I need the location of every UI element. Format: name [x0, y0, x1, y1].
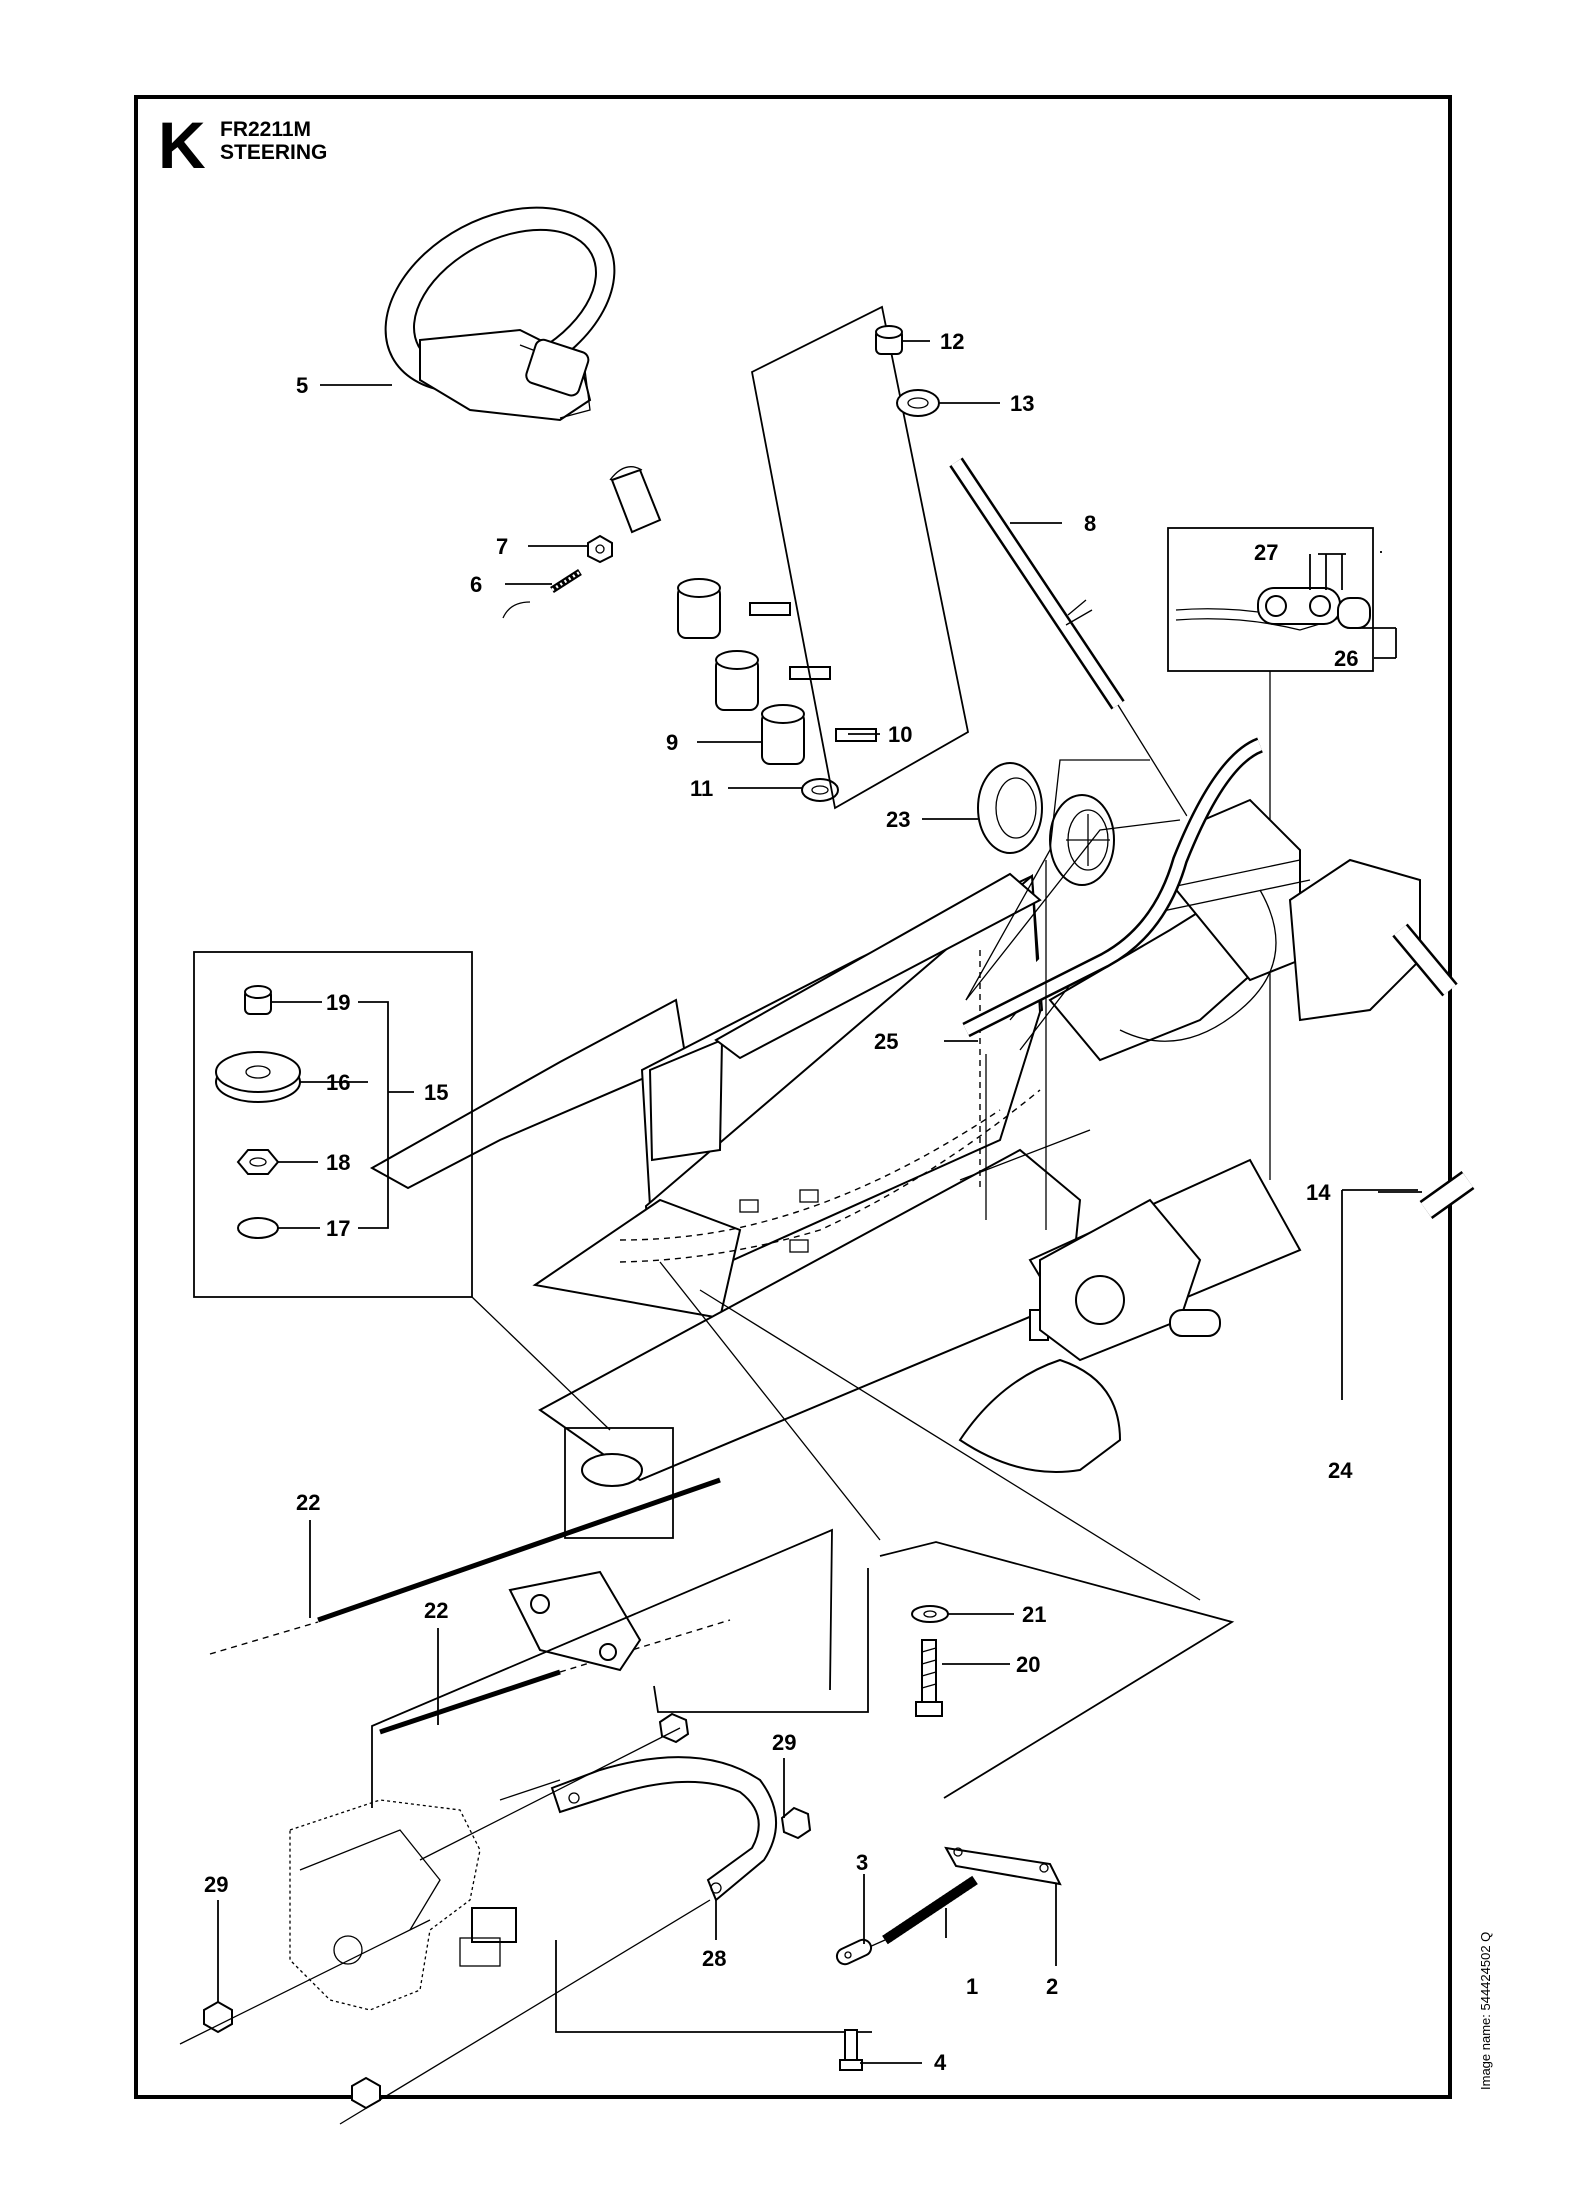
callout-28: 28 [702, 1946, 726, 1971]
nut-29-right [780, 1806, 812, 1840]
shaft-end-hint [502, 601, 531, 619]
spring-1 [857, 1875, 978, 1953]
callout-11: 11 [690, 776, 713, 801]
steering-wheel [384, 206, 662, 534]
callout-2: 2 [1046, 1974, 1058, 1999]
callout-29-right: 29 [772, 1730, 796, 1755]
callout-10: 10 [888, 722, 912, 747]
frame-tubes [962, 737, 1475, 1219]
frame-pulley [581, 1453, 643, 1487]
group-outline-bolt-area [653, 1568, 869, 1713]
steering-shaft-8 [949, 457, 1125, 710]
callout-labels: 1 2 3 4 5 6 7 8 9 10 11 12 13 14 15 16 1… [204, 329, 1358, 2075]
strap-bracket-28 [550, 1756, 777, 1902]
callout-16: 16 [326, 1070, 350, 1095]
washer-21 [911, 1605, 949, 1623]
pulley-location-box [564, 1427, 674, 1539]
pulley-pair-23 [977, 762, 1115, 886]
washer-11 [801, 778, 839, 802]
group-outline-steering-column [750, 305, 970, 810]
nut-29-lower [351, 2076, 381, 2110]
transmission-housing [289, 1799, 517, 2011]
callout-6: 6 [470, 572, 482, 597]
cable-clamp-26 [1175, 587, 1371, 631]
callout-13: 13 [1010, 391, 1034, 416]
callout-8: 8 [1084, 511, 1096, 536]
callout-9: 9 [666, 730, 678, 755]
nut-29-upper [658, 1712, 690, 1744]
callout-21: 21 [1022, 1602, 1046, 1627]
callout-29-left: 29 [204, 1872, 228, 1897]
callout-15: 15 [424, 1080, 448, 1105]
callout-22-lower: 22 [424, 1598, 448, 1623]
detail-pulley-parts [215, 985, 301, 1239]
group-outline-lower [555, 1940, 872, 2033]
callout-7: 7 [496, 534, 508, 559]
bracket-axis-lines [179, 1727, 681, 2045]
callout-20: 20 [1016, 1652, 1040, 1677]
group-outline-tie-rod-area [371, 1528, 833, 1808]
section-letter: K [158, 108, 206, 182]
callout-25: 25 [874, 1029, 898, 1054]
callout-18: 18 [326, 1150, 350, 1175]
link-3 [835, 1938, 873, 1966]
callout-22-upper: 22 [296, 1490, 320, 1515]
hex-nut-7 [587, 534, 613, 564]
callout-26: 26 [1334, 646, 1358, 671]
callout-12: 12 [940, 329, 964, 354]
set-screw-6 [550, 569, 582, 593]
nut-29-left [203, 2000, 233, 2034]
frame-leader-lines [659, 1261, 1201, 1601]
detail-box-pulley-assembly [193, 951, 473, 1298]
callout-14: 14 [1306, 1180, 1331, 1205]
callout-23: 23 [886, 807, 910, 832]
diagram-title: STEERING [220, 141, 328, 164]
diagram-frame [134, 95, 1452, 2099]
callout-19: 19 [326, 990, 350, 1015]
model-number: FR2211M [220, 118, 312, 141]
tie-rod-lower-22 [379, 1619, 731, 1735]
plate-2 [944, 1846, 1062, 1886]
group-outline-spring-area [879, 1541, 1235, 1799]
callout-5: 5 [296, 373, 308, 398]
front-axle-housing [958, 1198, 1221, 1473]
bracket-axis-lines-lower [339, 1779, 711, 2125]
callout-1: 1 [966, 1974, 978, 1999]
bearing-13 [896, 389, 940, 417]
callout-24: 24 [1328, 1458, 1353, 1483]
callout-27: 27 [1254, 540, 1278, 565]
callout-17: 17 [326, 1216, 350, 1241]
inset-leader-15 [471, 1296, 611, 1431]
screw-4 [839, 2029, 863, 2071]
tie-rod-upper-22 [209, 1477, 721, 1655]
callout-4: 4 [934, 2050, 947, 2075]
callout-3: 3 [856, 1850, 868, 1875]
leader-lines [217, 340, 1422, 2064]
main-chassis-frame [369, 759, 1421, 1482]
pitman-arm [508, 1570, 642, 1672]
bushing-12 [875, 325, 903, 355]
bolt-20 [915, 1639, 943, 1717]
spacer-stack-9 [677, 578, 877, 765]
